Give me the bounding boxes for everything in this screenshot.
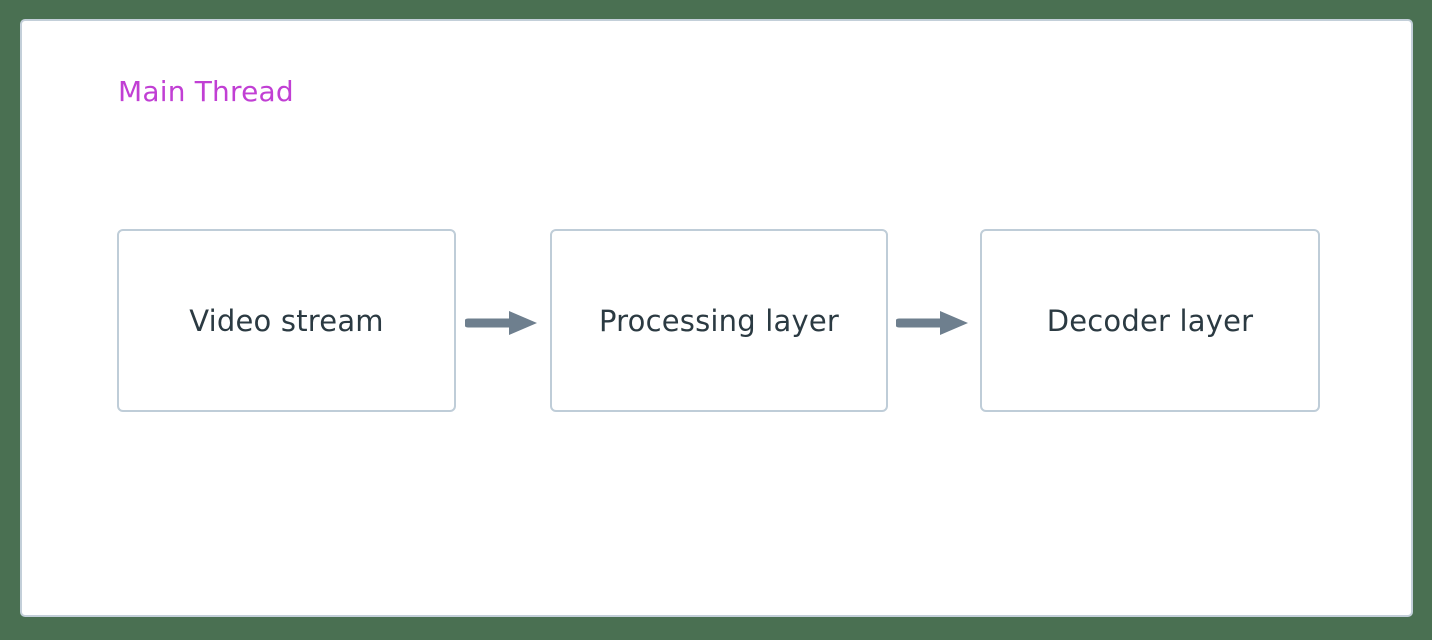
node-label: Processing layer [598, 303, 840, 338]
node-label: Video stream [189, 303, 384, 338]
arrow-right-icon [463, 311, 537, 335]
panel-title: Main Thread [118, 75, 294, 108]
edge-processing-to-decoder-arrow [894, 303, 972, 343]
node-decoder-layer[interactable]: Decoder layer [980, 229, 1320, 412]
main-thread-panel: Main Thread Video stream Processing laye… [20, 19, 1413, 617]
arrow-right-icon [894, 311, 968, 335]
edge-video-to-processing-arrow [463, 303, 541, 343]
node-processing-layer[interactable]: Processing layer [550, 229, 888, 412]
node-video-stream[interactable]: Video stream [117, 229, 456, 412]
node-label: Decoder layer [1046, 303, 1254, 338]
